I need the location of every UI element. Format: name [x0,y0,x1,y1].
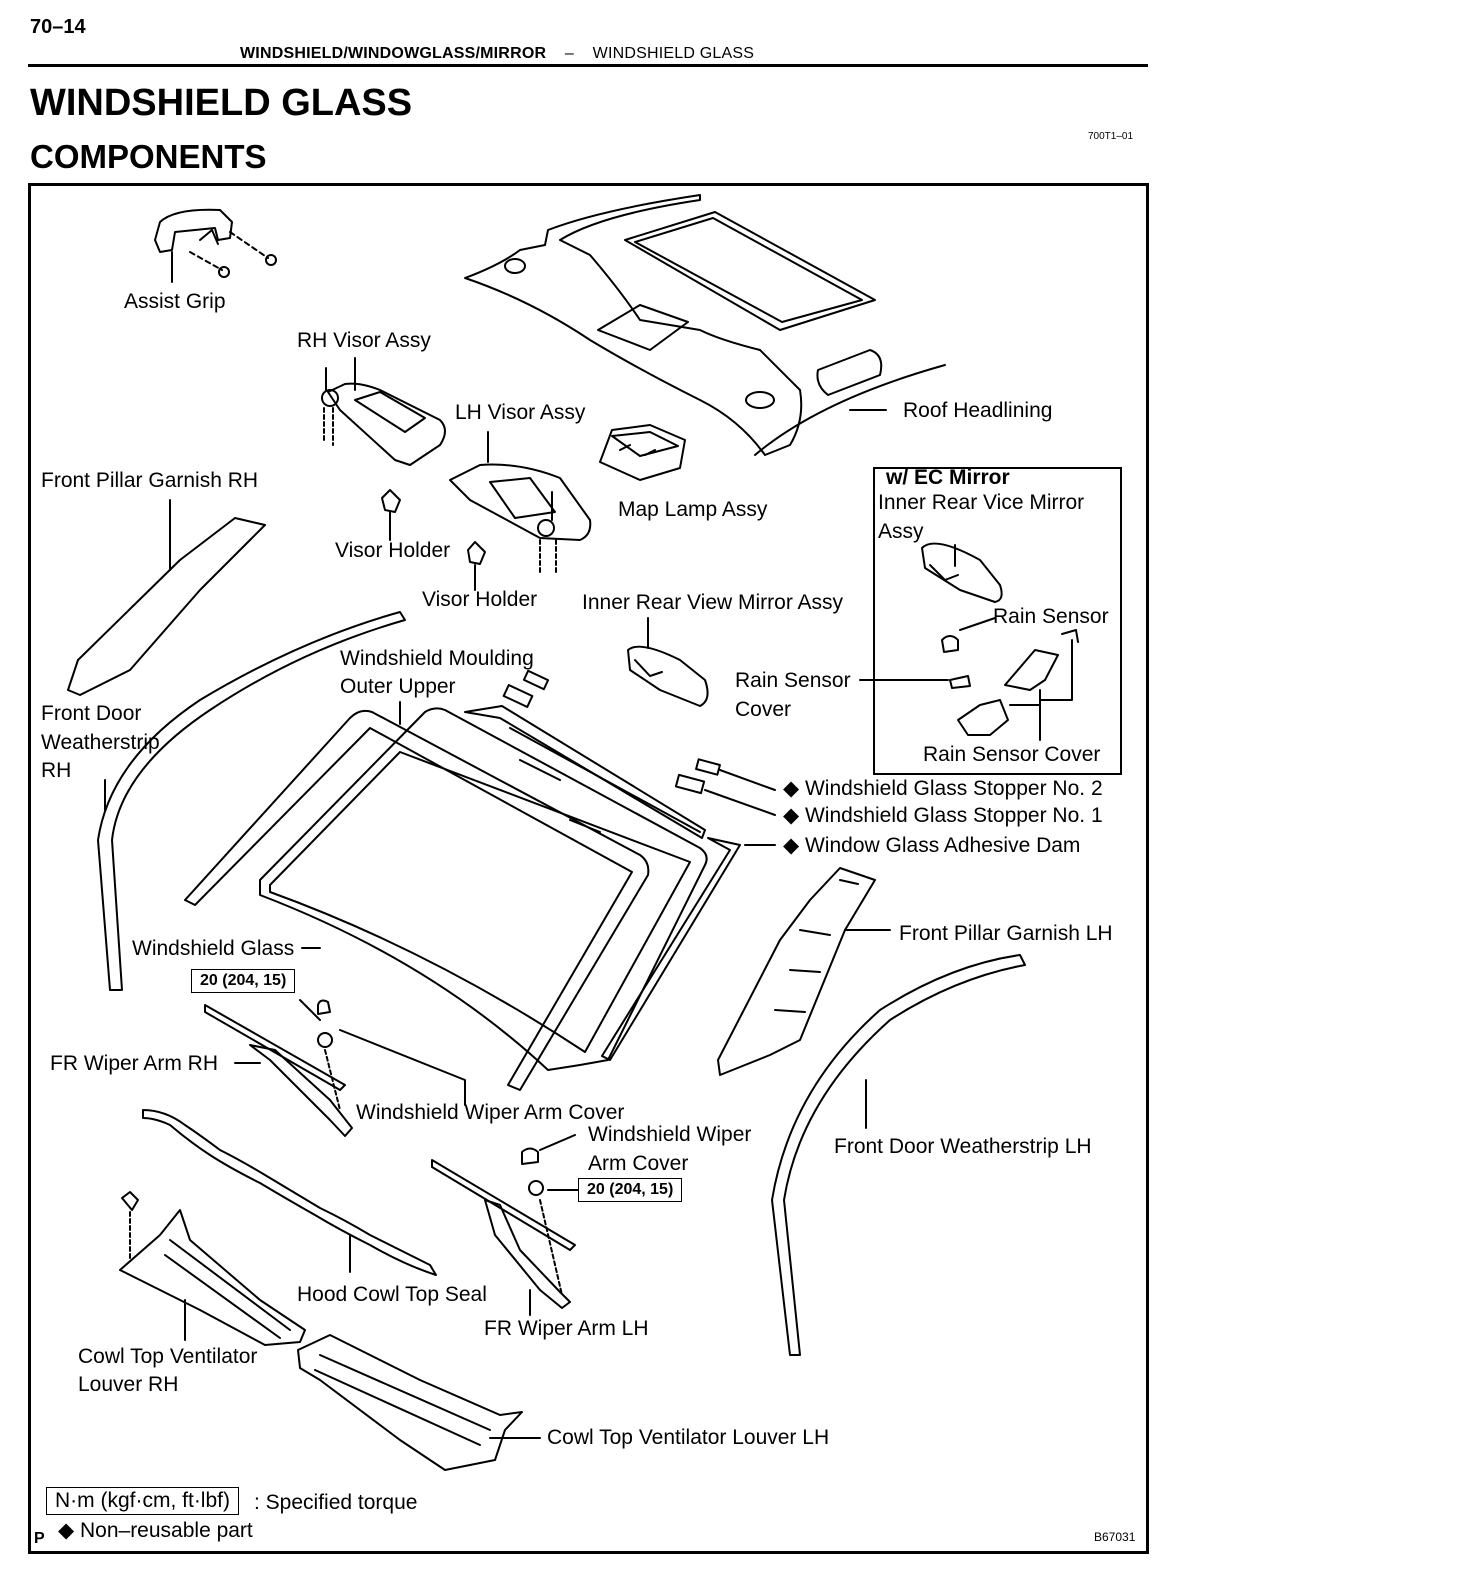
label-rain-sensor-cover-1: Rain Sensor [735,669,851,692]
label-fr-wiper-arm-lh: FR Wiper Arm LH [484,1317,649,1340]
front-pillar-garnish-rh-drawing [67,499,266,696]
label-cowl-louver-lh: Cowl Top Ventilator Louver LH [547,1426,830,1449]
header-rule [28,64,1148,67]
front-door-weatherstrip-rh-drawing [97,611,406,991]
label-front-door-weatherstrip-rh-2: Weatherstrip [41,731,160,754]
label-front-pillar-garnish-rh: Front Pillar Garnish RH [41,469,259,492]
label-inner-rear-view-mirror: Inner Rear View Mirror Assy [582,591,844,614]
reference-code: 700T1–01 [1088,131,1134,142]
map-lamp-drawing [599,424,686,481]
roof-headlining-drawing [464,194,946,456]
assist-grip-drawing [154,208,277,283]
label-adhesive-dam: ◆ Window Glass Adhesive Dam [783,834,1081,857]
wiper-arm-lh-drawing [431,1159,576,1316]
label-glass-stopper-no2: ◆ Windshield Glass Stopper No. 2 [783,777,1103,800]
label-wiper-arm-cover-1: Windshield Wiper Arm Cover [356,1101,625,1124]
figure-id: B67031 [1094,1530,1136,1544]
label-windshield-moulding-2: Outer Upper [340,675,456,698]
label-wiper-arm-cover-2a: Windshield Wiper [588,1123,752,1146]
torque-spec-rh: 20 (204, 15) [191,969,296,993]
label-ec-inner-mirror-2: Assy [878,520,924,543]
label-front-pillar-garnish-lh: Front Pillar Garnish LH [899,922,1113,945]
label-glass-stopper-no1: ◆ Windshield Glass Stopper No. 1 [783,804,1103,827]
glass-stoppers-drawing [502,669,776,816]
wiper-cover-lh-drawing [521,1134,579,1196]
windshield-glass-drawing [259,705,708,1071]
label-windshield-glass: Windshield Glass [132,937,295,960]
ec-mirror-title: w/ EC Mirror [886,466,1010,489]
label-hood-cowl-top-seal: Hood Cowl Top Seal [297,1283,487,1306]
ec-mirror-inset [873,467,1122,775]
label-cowl-louver-rh-1: Cowl Top Ventilator [78,1345,258,1368]
label-lh-visor-assy: LH Visor Assy [455,401,586,424]
hood-cowl-seal-drawing [142,1109,437,1276]
label-fr-wiper-arm-rh: FR Wiper Arm RH [50,1052,218,1075]
torque-spec-lh: 20 (204, 15) [578,1178,683,1202]
legend-torque-unit: N·m (kgf·cm, ft·lbf) [46,1487,239,1515]
running-header: WINDSHIELD/WINDOWGLASS/MIRROR – WINDSHIE… [240,45,754,63]
label-front-door-weatherstrip-lh: Front Door Weatherstrip LH [834,1135,1092,1158]
label-windshield-moulding-1: Windshield Moulding [340,647,534,670]
header-separator: – [564,45,574,62]
lh-visor-drawing [449,431,592,576]
label-front-door-weatherstrip-rh-1: Front Door [41,702,142,725]
label-assist-grip: Assist Grip [124,290,226,313]
corner-mark: P [34,1530,45,1547]
page-number: 70–14 [30,16,86,38]
label-roof-headlining: Roof Headlining [903,399,1053,422]
legend-nonreusable: ◆ Non–reusable part [58,1519,253,1542]
page-subtitle: COMPONENTS [30,138,267,175]
label-rain-sensor-cover-2: Cover [735,698,792,721]
label-visor-holder-1: Visor Holder [335,539,451,562]
inner-mirror-drawing [627,617,709,707]
label-ec-rain-sensor-cover: Rain Sensor Cover [923,743,1101,766]
label-rh-visor-assy: RH Visor Assy [297,329,431,352]
page-title: WINDSHIELD GLASS [30,82,413,124]
header-subsection: WINDSHIELD GLASS [592,45,755,62]
cowl-louver-rh-drawing [119,1191,306,1346]
front-pillar-garnish-lh-drawing [717,867,891,1076]
label-cowl-louver-rh-2: Louver RH [78,1373,179,1396]
adhesive-dam-drawing [601,837,776,1061]
label-front-door-weatherstrip-rh-3: RH [41,759,72,782]
front-door-weatherstrip-lh-drawing [771,954,1026,1356]
label-ec-rain-sensor: Rain Sensor [993,605,1109,628]
legend-torque-text: : Specified torque [254,1491,418,1514]
ec-mirror-parts-drawing [859,542,1079,741]
header-section: WINDSHIELD/WINDOWGLASS/MIRROR [240,45,547,62]
label-map-lamp-assy: Map Lamp Assy [618,498,768,521]
label-wiper-arm-cover-2b: Arm Cover [588,1152,689,1175]
cowl-louver-lh-drawing [297,1334,541,1471]
visor-holders-drawing [381,489,486,591]
label-ec-inner-mirror-1: Inner Rear Vice Mirror [878,491,1085,514]
windshield-moulding-drawing [184,701,650,1091]
wiper-arm-rh-drawing [204,999,466,1137]
diagram-frame [28,183,1149,1554]
rh-visor-drawing [321,357,446,466]
label-visor-holder-2: Visor Holder [422,588,538,611]
